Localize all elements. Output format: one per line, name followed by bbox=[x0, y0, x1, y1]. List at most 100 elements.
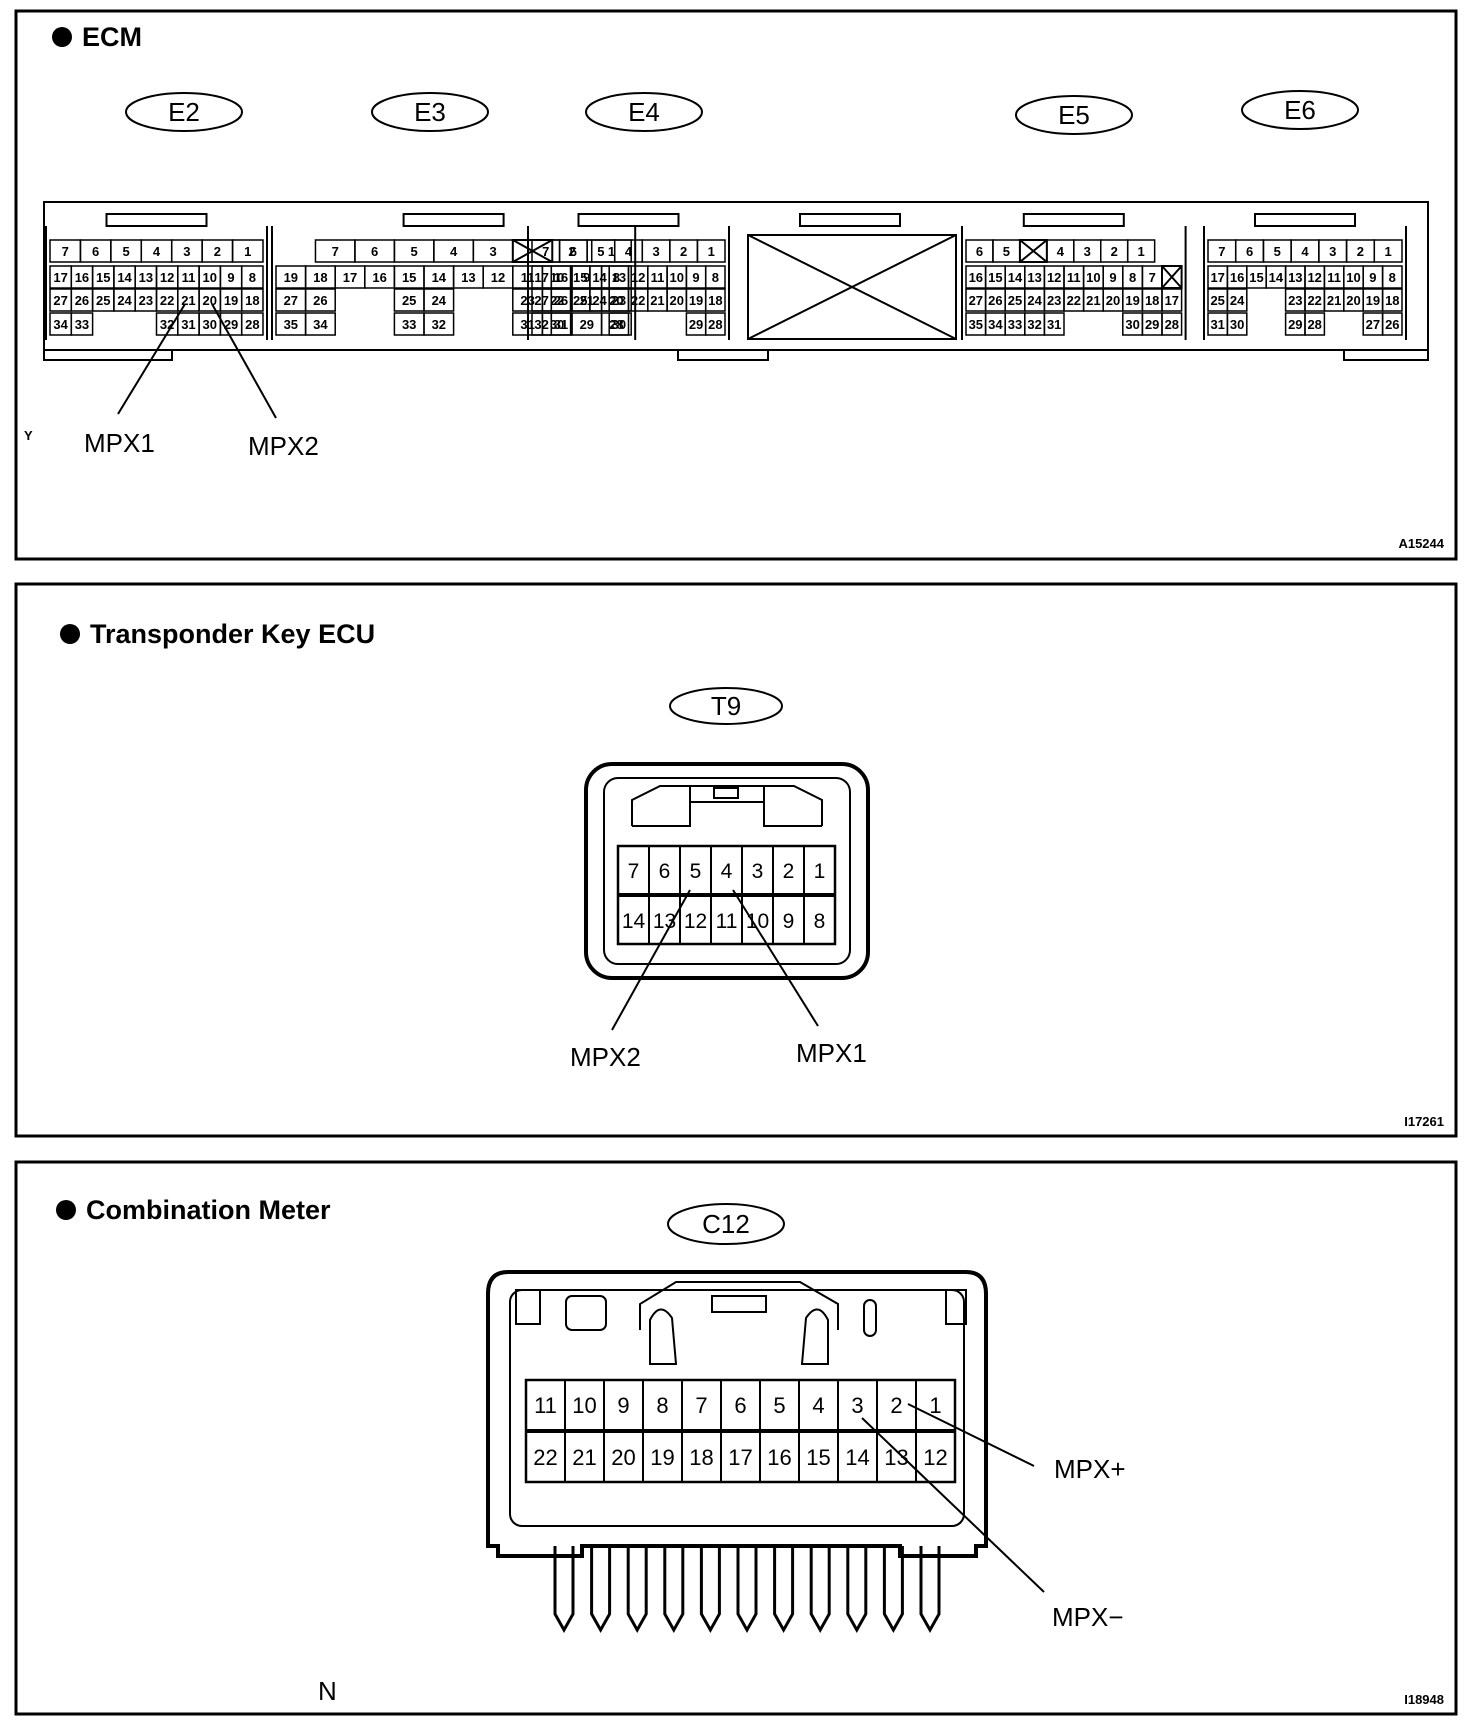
pin-label: 7 bbox=[1149, 270, 1156, 285]
combination-meter-panel-border bbox=[14, 1160, 1458, 1716]
latch-housing bbox=[105, 213, 208, 227]
pin-label: 13 bbox=[884, 1445, 908, 1470]
corner-letter: N bbox=[318, 1676, 337, 1706]
pin-cell bbox=[1304, 312, 1326, 336]
pin-label: 19 bbox=[1125, 293, 1139, 308]
pin-cell bbox=[240, 288, 264, 312]
connector-id-oval bbox=[585, 92, 703, 132]
latch-arch bbox=[639, 1281, 839, 1330]
pin-label: 22 bbox=[631, 293, 645, 308]
pin-label: 28 bbox=[1165, 317, 1179, 332]
pin-cell bbox=[1373, 239, 1403, 263]
pin-label: 15 bbox=[806, 1445, 830, 1470]
pin-label: 20 bbox=[609, 293, 623, 308]
mpx1-label: MPX1 bbox=[84, 428, 155, 458]
pin-label: 11 bbox=[182, 270, 196, 285]
pin-label: 20 bbox=[203, 293, 217, 308]
pin-label: 14 bbox=[432, 270, 447, 285]
pin-cell bbox=[231, 239, 264, 263]
pin-label: 2 bbox=[214, 244, 221, 259]
pin-label: 1 bbox=[708, 244, 715, 259]
pin-label: 13 bbox=[1288, 270, 1302, 285]
pin-label: 1 bbox=[244, 244, 251, 259]
pin-label: 22 bbox=[533, 1445, 557, 1470]
pin-label: 29 bbox=[1145, 317, 1159, 332]
latch-housing bbox=[799, 213, 901, 227]
pin-label: 2 bbox=[1111, 244, 1118, 259]
pin-label: 15 bbox=[402, 270, 416, 285]
leader-line bbox=[907, 1403, 1035, 1467]
ecm-blank-block bbox=[747, 213, 957, 340]
pin-label: 17 bbox=[343, 270, 357, 285]
bullet-icon bbox=[56, 1200, 76, 1220]
pin-label: 12 bbox=[491, 270, 505, 285]
latch-housing bbox=[577, 213, 680, 227]
ecm-connector-e3: E376543211918171615141312111098272625242… bbox=[271, 92, 637, 340]
pin-label: 13 bbox=[461, 270, 475, 285]
pin-label: 3 bbox=[183, 244, 190, 259]
pin-label: 8 bbox=[814, 910, 826, 933]
pin-label: 6 bbox=[734, 1393, 746, 1418]
pin-label: 14 bbox=[1269, 270, 1284, 285]
pin-label: 10 bbox=[572, 1393, 596, 1418]
latch-housing bbox=[1022, 213, 1125, 227]
pin-label: 20 bbox=[611, 1445, 635, 1470]
leader-line bbox=[861, 1417, 1045, 1593]
connector-id-oval bbox=[371, 92, 489, 132]
slot-right bbox=[863, 1299, 877, 1337]
pin-label: 1 bbox=[1138, 244, 1145, 259]
pin-label: 6 bbox=[976, 244, 983, 259]
pin-label: 2 bbox=[680, 244, 687, 259]
pin-label: 6 bbox=[570, 244, 577, 259]
pin-label: 5 bbox=[597, 244, 604, 259]
pin-cell bbox=[423, 312, 455, 336]
pin-label: 16 bbox=[554, 270, 568, 285]
pin-label: 28 bbox=[708, 317, 722, 332]
pin-label: 18 bbox=[313, 270, 327, 285]
latch-housing bbox=[1254, 213, 1356, 227]
panel-title: Transponder Key ECU bbox=[90, 619, 375, 649]
connector-id-oval bbox=[1015, 95, 1133, 135]
pin-label: 1 bbox=[929, 1393, 941, 1418]
pin-label: 33 bbox=[75, 317, 89, 332]
latch-guide-right bbox=[800, 1308, 829, 1365]
mpx2-label: MPX2 bbox=[570, 1042, 641, 1072]
pin-label: 7 bbox=[332, 244, 339, 259]
terminal-pin bbox=[846, 1546, 868, 1634]
pin-label: 3 bbox=[489, 244, 496, 259]
pin-label: 9 bbox=[227, 270, 234, 285]
pin-cell bbox=[1126, 239, 1156, 263]
pin-label: 27 bbox=[969, 293, 983, 308]
mount-tab bbox=[43, 349, 173, 361]
pin-label: 24 bbox=[432, 293, 447, 308]
guide-rib-left bbox=[515, 1289, 541, 1325]
pin-label: 30 bbox=[1230, 317, 1244, 332]
pin-label: 16 bbox=[1230, 270, 1244, 285]
pin-label: 15 bbox=[988, 270, 1002, 285]
mpx1-label: MPX1 bbox=[796, 1038, 867, 1068]
pin-label: 3 bbox=[1084, 244, 1091, 259]
pin-label: 30 bbox=[550, 317, 564, 332]
pin-label: 8 bbox=[249, 270, 256, 285]
pin-cell bbox=[1381, 265, 1403, 289]
connector-id-oval bbox=[669, 687, 783, 725]
pin-label: 22 bbox=[550, 293, 564, 308]
latch-tab bbox=[711, 1295, 767, 1313]
mpx-minus-label: MPX− bbox=[1052, 1602, 1124, 1632]
pin-label: 17 bbox=[1165, 293, 1179, 308]
pin-label: 18 bbox=[1385, 293, 1399, 308]
ecm-panel-border bbox=[14, 9, 1458, 561]
leader-line bbox=[211, 303, 277, 419]
pin-label: 31 bbox=[1047, 317, 1061, 332]
pin-label: 35 bbox=[284, 317, 298, 332]
pin-cell bbox=[1381, 312, 1403, 336]
pin-label: 21 bbox=[1327, 293, 1341, 308]
pin-label: 1 bbox=[1385, 244, 1392, 259]
mpx-plus-label: MPX+ bbox=[1054, 1454, 1126, 1484]
pin-label: 14 bbox=[622, 910, 646, 933]
connector-id-label: E2 bbox=[168, 97, 200, 127]
pin-label: 29 bbox=[224, 317, 238, 332]
pin-label: 4 bbox=[625, 244, 633, 259]
